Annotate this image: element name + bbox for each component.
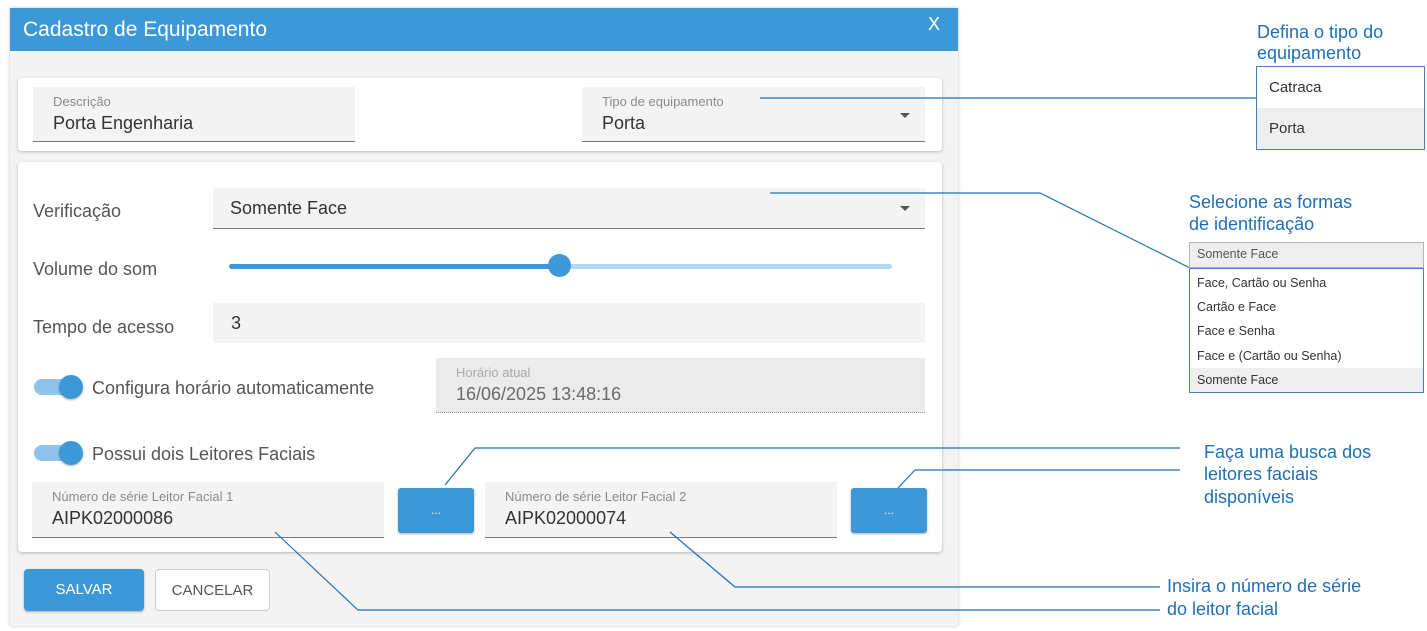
line-busca-2 xyxy=(897,469,1180,489)
verif-option: Face e (Cartão ou Senha) xyxy=(1197,349,1342,363)
volume-label: Volume do som xyxy=(33,259,158,279)
verif-selected-preview: Somente Face xyxy=(1189,242,1424,268)
save-button[interactable]: SALVAR xyxy=(24,569,144,611)
chevron-down-icon xyxy=(900,206,910,211)
auto-time-label: Configura horário automaticamente xyxy=(92,378,375,398)
tipo-hint-line1: Defina o tipo do xyxy=(1257,22,1384,42)
verificacao-value: Somente Face xyxy=(230,198,348,218)
slider-track-filled xyxy=(229,264,561,269)
dois-leitores-label: Possui dois Leitores Faciais xyxy=(92,444,316,464)
busca-hint-line3: disponíveis xyxy=(1204,487,1295,507)
dois-leitores-toggle[interactable] xyxy=(34,441,90,465)
horario-field: Horário atual 16/06/2025 13:48:16 xyxy=(436,358,925,413)
toggle-thumb xyxy=(59,441,83,465)
tempo-label: Tempo de acesso xyxy=(33,317,175,337)
verif-option: Face e Senha xyxy=(1197,324,1275,338)
line-verificacao xyxy=(770,192,1191,269)
leitor1-value: AIPK02000086 xyxy=(52,508,174,528)
tipo-value: Porta xyxy=(602,113,646,133)
busca-hint-line1: Faça uma busca dos xyxy=(1204,442,1372,462)
leitor1-label: Número de série Leitor Facial 1 xyxy=(52,489,234,504)
descricao-value: Porta Engenharia xyxy=(53,113,194,133)
dialog-header: Cadastro de Equipamento X xyxy=(10,8,958,51)
verif-option-selected: Somente Face xyxy=(1190,368,1423,392)
descricao-label: Descrição xyxy=(53,94,111,109)
basic-info-card: Descrição Porta Engenharia Tipo de equip… xyxy=(18,78,942,151)
verificacao-label: Verificação xyxy=(33,201,122,221)
horario-value: 16/06/2025 13:48:16 xyxy=(456,384,622,404)
slider-track-empty xyxy=(561,264,892,269)
leitor2-input[interactable]: Número de série Leitor Facial 2 AIPK0200… xyxy=(485,482,837,538)
dialog-title: Cadastro de Equipamento xyxy=(23,18,267,41)
line-serie-2 xyxy=(669,531,1160,588)
tipo-label: Tipo de equipamento xyxy=(602,94,724,109)
descricao-field[interactable]: Descrição Porta Engenharia xyxy=(33,87,355,142)
verif-hint-line2: de identificação xyxy=(1189,214,1315,234)
verif-option: Face, Cartão ou Senha xyxy=(1197,276,1327,290)
horario-label: Horário atual xyxy=(456,365,531,380)
close-button[interactable]: X xyxy=(928,14,941,34)
tipo-option-porta: Porta xyxy=(1257,108,1424,149)
leitor1-input[interactable]: Número de série Leitor Facial 1 AIPK0200… xyxy=(32,482,384,538)
verif-selected-value: Somente Face xyxy=(1197,247,1279,261)
slider-thumb[interactable] xyxy=(548,254,571,277)
tipo-hint-line2: equipamento xyxy=(1257,43,1362,63)
tempo-value: 3 xyxy=(231,313,242,333)
leitor2-label: Número de série Leitor Facial 2 xyxy=(505,489,687,504)
auto-time-toggle[interactable] xyxy=(34,375,90,399)
tipo-equipamento-select[interactable]: Tipo de equipamento Porta xyxy=(582,87,925,142)
line-busca-1 xyxy=(444,447,1180,486)
search-leitor1-button[interactable]: ... xyxy=(398,488,474,533)
tipo-option-catraca: Catraca xyxy=(1269,79,1322,96)
verif-option: Cartão e Face xyxy=(1197,300,1277,314)
line-serie-1 xyxy=(274,531,1160,611)
tipo-options-preview: Catraca Porta xyxy=(1256,66,1425,150)
chevron-down-icon xyxy=(900,113,910,118)
tempo-input[interactable]: 3 xyxy=(213,303,925,343)
verificacao-select[interactable]: Somente Face xyxy=(213,188,925,229)
leitor2-value: AIPK02000074 xyxy=(505,508,627,528)
verif-hint-line1: Selecione as formas xyxy=(1189,192,1353,212)
busca-hint-line2: leitores faciais xyxy=(1204,464,1319,484)
search-leitor2-button[interactable]: ... xyxy=(851,488,927,533)
verif-options-preview: Face, Cartão ou Senha Cartão e Face Face… xyxy=(1189,268,1424,393)
serie-hint-line1: Insira o número de série xyxy=(1167,576,1362,596)
serie-hint-line2: do leitor facial xyxy=(1167,599,1279,619)
cancel-button[interactable]: CANCELAR xyxy=(155,569,270,611)
toggle-thumb xyxy=(59,375,83,399)
